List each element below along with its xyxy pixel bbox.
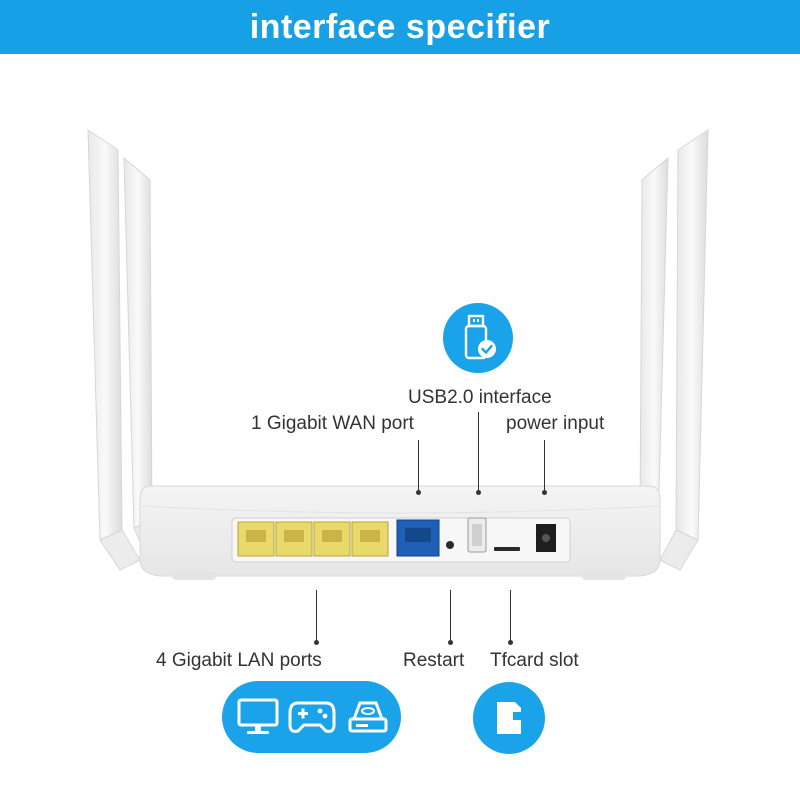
header-banner: interface specifier	[0, 0, 800, 54]
wan-port	[396, 519, 440, 557]
monitor-icon	[237, 698, 279, 734]
usb-badge	[443, 303, 513, 373]
restart-label: Restart	[403, 650, 465, 671]
usb-check-icon	[464, 314, 496, 360]
storage-drive-icon	[348, 701, 388, 733]
tfcard-slot	[494, 547, 520, 551]
lan-devices-badge	[222, 681, 401, 753]
usb-label: USB2.0 interface	[408, 387, 552, 408]
power-input	[536, 524, 556, 552]
lan-label: 4 Gigabit LAN ports	[156, 650, 322, 671]
tfcard-badge	[473, 682, 545, 754]
restart-leader-line	[448, 590, 453, 645]
power-label: power input	[506, 413, 605, 434]
page-title: interface specifier	[249, 7, 551, 46]
usb-port	[467, 517, 487, 553]
lan-leader-line	[314, 590, 319, 645]
wan-label: 1 Gigabit WAN port	[251, 413, 414, 434]
lan-ports	[237, 521, 389, 557]
gamepad-icon	[288, 701, 336, 733]
restart-button	[446, 541, 454, 549]
wan-leader-line	[416, 440, 421, 495]
tfcard-leader-line	[508, 590, 513, 645]
antenna-right-outer	[659, 129, 709, 571]
antenna-left-outer	[87, 129, 141, 571]
usb-leader-line	[476, 412, 481, 495]
sd-card-icon	[497, 702, 521, 734]
power-leader-line	[542, 440, 547, 495]
tfcard-label: Tfcard slot	[490, 650, 579, 671]
